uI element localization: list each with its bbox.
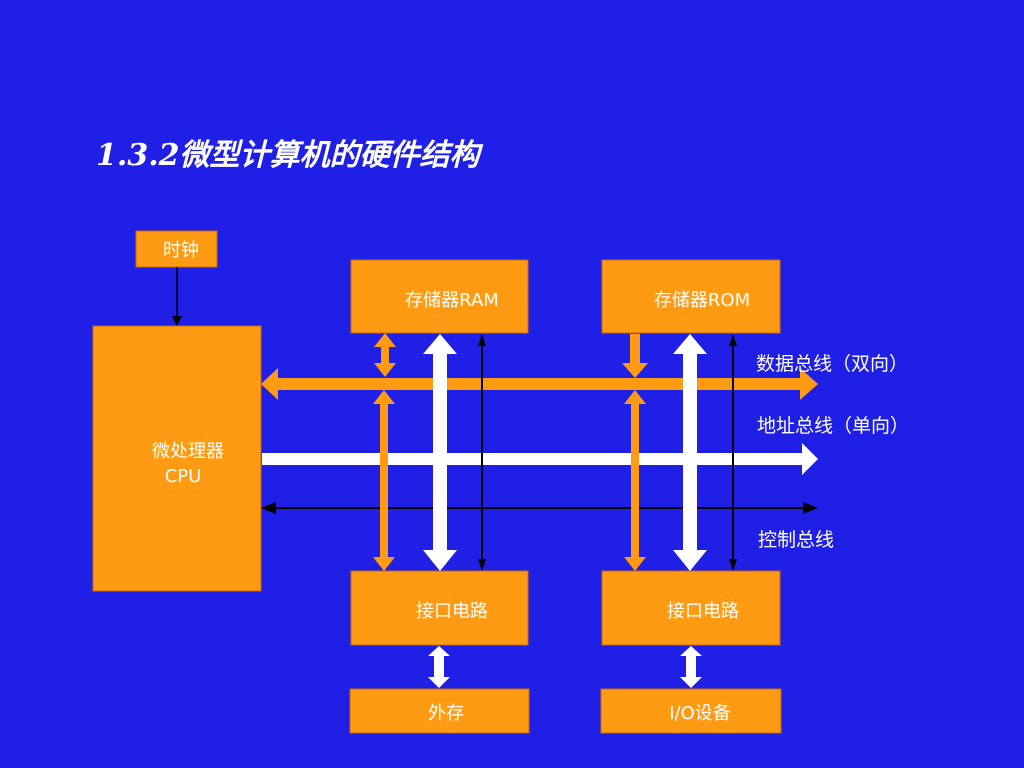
right-interface-data-bus-connector [624,390,646,571]
ram-interface-control-connector [478,334,486,571]
rom-interface-control-connector [729,334,737,571]
address-bus-label: 地址总线（单向） [757,415,909,437]
io-device-label: I/O设备 [669,703,731,724]
interface-io-device-connector [680,646,702,688]
interface-right-label: 接口电路 [667,601,739,622]
control-bus-label: 控制总线 [758,529,834,551]
control-bus-arrow [261,502,818,514]
ram-box: 存储器RAM [350,259,529,334]
clock-box: 时钟 [135,230,218,268]
cpu-box: 微处理器 CPU [92,325,262,592]
rom-interface-address-connector [673,334,707,571]
external-storage-label: 外存 [428,703,464,724]
io-device-box: I/O设备 [600,688,782,734]
rom-label: 存储器ROM [654,290,750,311]
interface-right-box: 接口电路 [601,570,781,646]
rom-box: 存储器ROM [601,259,781,334]
clock-label: 时钟 [163,240,199,261]
data-bus-arrow [261,368,818,400]
ram-interface-address-connector [423,334,457,571]
data-bus-label: 数据总线（双向） [756,353,908,375]
ram-data-bus-connector [374,333,396,377]
cpu-label-line2: CPU [165,466,202,487]
cpu-label-line1: 微处理器 [152,441,224,462]
external-storage-box: 外存 [349,688,530,734]
interface-external-storage-connector [428,646,450,688]
ram-label: 存储器RAM [405,290,499,311]
interface-left-label: 接口电路 [416,601,488,622]
slide-title: 1.3.2微型计算机的硬件结构 [96,138,480,173]
address-bus-arrow [262,443,818,475]
interface-left-box: 接口电路 [350,570,529,646]
left-interface-data-bus-connector [373,390,395,571]
rom-data-bus-connector [622,334,648,378]
